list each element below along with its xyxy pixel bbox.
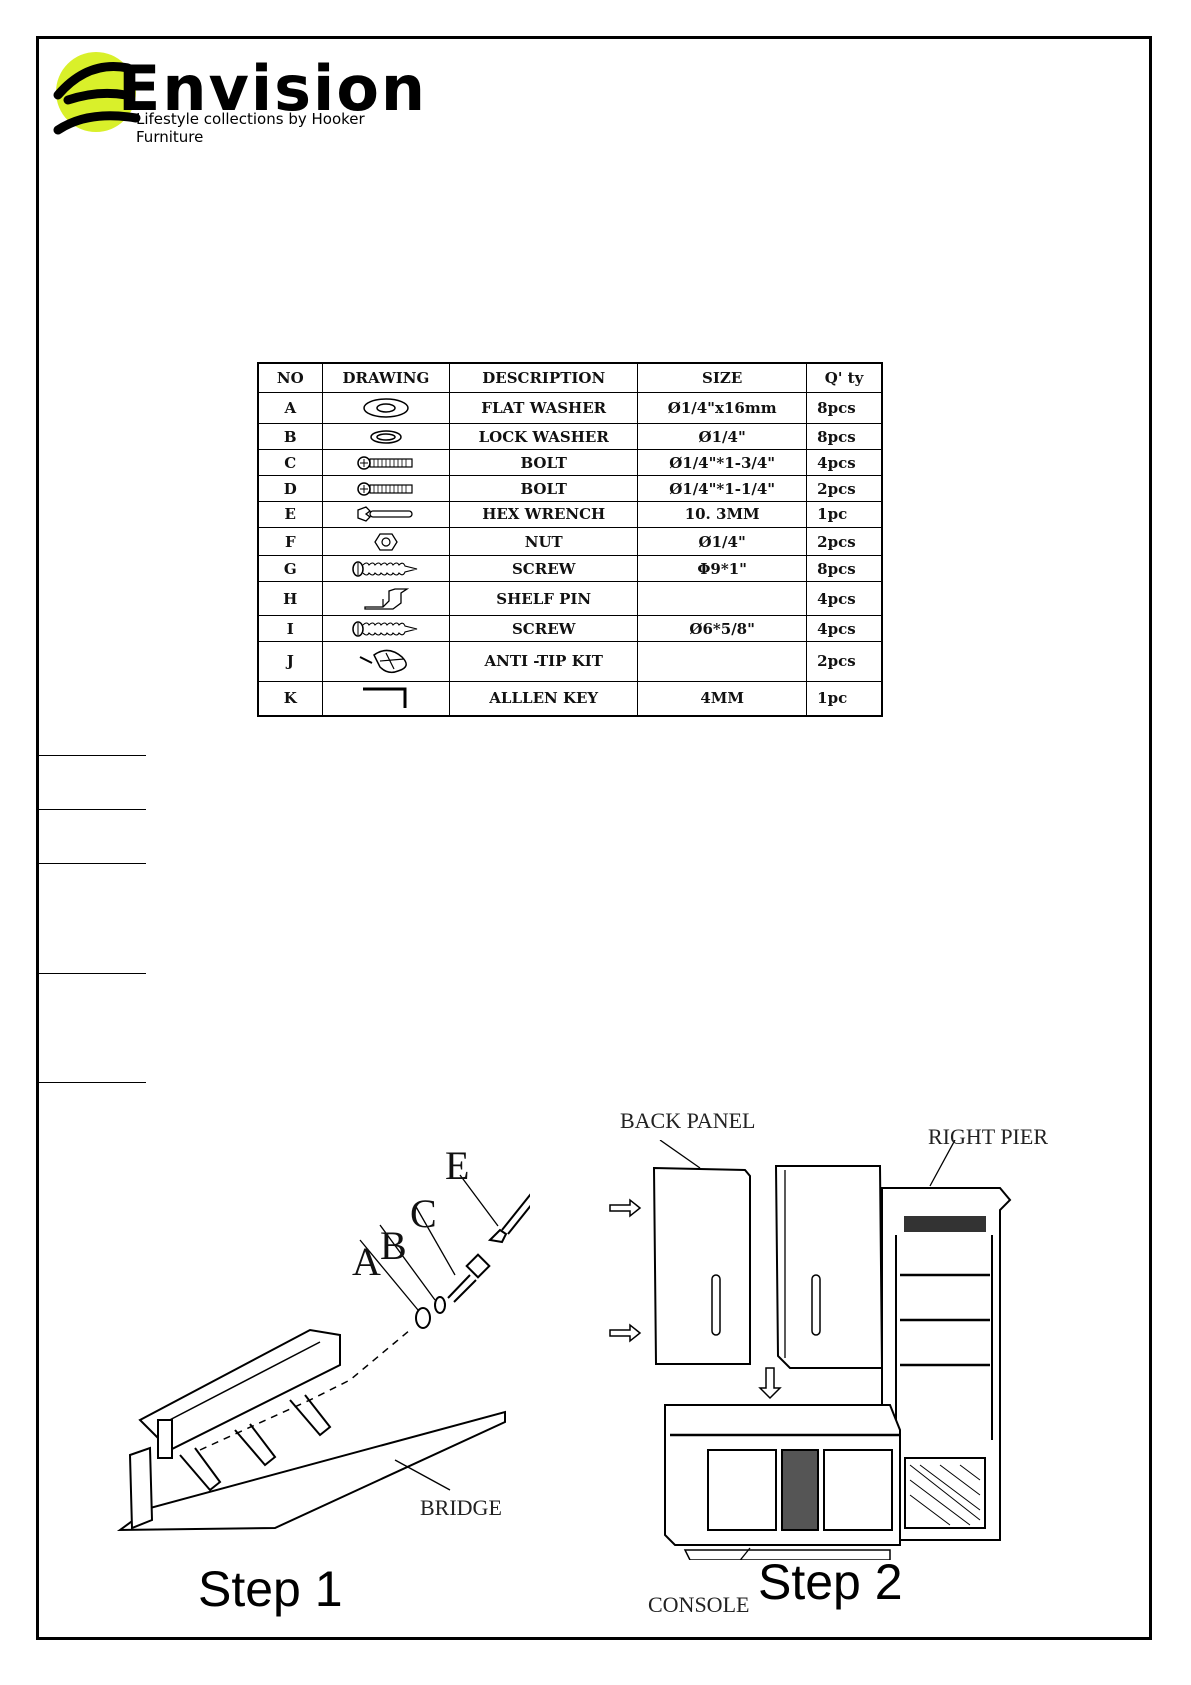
logo-circle-icon bbox=[53, 52, 141, 135]
part-size bbox=[637, 581, 808, 617]
table-row: I SCREW Ø6*5/8" 4pcs bbox=[257, 615, 883, 643]
right-pier-label: RIGHT PIER bbox=[928, 1124, 1048, 1149]
part-description: ANTI -TIP KIT bbox=[449, 641, 639, 682]
part-no: K bbox=[257, 680, 323, 717]
hex-wrench-icon bbox=[321, 500, 451, 528]
margin-rule bbox=[39, 973, 146, 974]
console-label: CONSOLE bbox=[648, 1592, 750, 1617]
part-size: Ø1/4" bbox=[637, 423, 808, 451]
part-size: Ø1/4"x16mm bbox=[637, 391, 808, 425]
bolt-icon bbox=[321, 475, 451, 502]
part-qty: 1pc bbox=[806, 500, 883, 528]
table-row: H SHELF PIN 4pcs bbox=[257, 581, 883, 617]
part-no: G bbox=[257, 555, 323, 583]
part-qty: 4pcs bbox=[806, 581, 883, 617]
part-qty: 2pcs bbox=[806, 641, 883, 682]
part-qty: 4pcs bbox=[806, 449, 883, 477]
anti-tip-kit-icon bbox=[321, 641, 451, 682]
part-description: HEX WRENCH bbox=[449, 500, 639, 528]
table-row: E HEX WRENCH 10. 3MM 1pc bbox=[257, 500, 883, 528]
page-frame bbox=[36, 36, 1152, 1640]
step1-bridge-diagram bbox=[116, 1174, 530, 1532]
part-no: I bbox=[257, 615, 323, 643]
part-description: BOLT bbox=[449, 475, 639, 502]
lock-washer-icon bbox=[321, 423, 451, 451]
step1-label: Step 1 bbox=[198, 1561, 343, 1617]
part-qty: 1pc bbox=[806, 680, 883, 717]
step2-label: Step 2 bbox=[758, 1554, 903, 1610]
margin-rule bbox=[39, 863, 146, 864]
part-qty: 8pcs bbox=[806, 555, 883, 583]
part-size: 10. 3MM bbox=[637, 500, 808, 528]
margin-rule bbox=[39, 1082, 146, 1083]
table-row: C BOLT Ø1/4"*1-3/4" 4pcs bbox=[257, 449, 883, 477]
brand-name: Envision bbox=[118, 52, 428, 125]
part-letter-a: A bbox=[352, 1239, 381, 1284]
table-row: D BOLT Ø1/4"*1-1/4" 2pcs bbox=[257, 475, 883, 502]
margin-rule bbox=[39, 755, 146, 756]
flat-washer-icon bbox=[321, 391, 451, 425]
part-description: FLAT WASHER bbox=[449, 391, 639, 425]
table-row: G SCREW Φ9*1" 8pcs bbox=[257, 555, 883, 583]
part-no: J bbox=[257, 641, 323, 682]
back-panel-label: BACK PANEL bbox=[620, 1108, 756, 1133]
part-description: ALLLEN KEY bbox=[449, 680, 639, 717]
part-qty: 8pcs bbox=[806, 391, 883, 425]
part-no: F bbox=[257, 526, 323, 557]
col-header-description: DESCRIPTION bbox=[449, 362, 639, 393]
part-description: SHELF PIN bbox=[449, 581, 639, 617]
col-header-no: NO bbox=[257, 362, 323, 393]
margin-rule bbox=[39, 809, 146, 810]
shelf-pin-icon bbox=[321, 581, 451, 617]
table-row: F NUT Ø1/4" 2pcs bbox=[257, 526, 883, 557]
part-size: Ø1/4" bbox=[637, 526, 808, 557]
part-size: Ø1/4"*1-3/4" bbox=[637, 449, 808, 477]
part-no: C bbox=[257, 449, 323, 477]
part-letter-c: C bbox=[410, 1191, 437, 1236]
part-size: Ø6*5/8" bbox=[637, 615, 808, 643]
nut-icon bbox=[321, 526, 451, 557]
part-size: 4MM bbox=[637, 680, 808, 717]
parts-table: NO DRAWING DESCRIPTION SIZE Q' ty A FLAT… bbox=[257, 362, 883, 717]
table-row: A FLAT WASHER Ø1/4"x16mm 8pcs bbox=[257, 391, 883, 425]
bridge-label: BRIDGE bbox=[420, 1495, 502, 1520]
bolt-icon bbox=[321, 449, 451, 477]
col-header-qty: Q' ty bbox=[806, 362, 883, 393]
col-header-size: SIZE bbox=[637, 362, 808, 393]
part-qty: 2pcs bbox=[806, 526, 883, 557]
part-qty: 2pcs bbox=[806, 475, 883, 502]
part-description: NUT bbox=[449, 526, 639, 557]
step2-cabinet-diagram bbox=[609, 1140, 1012, 1560]
screw-icon bbox=[321, 615, 451, 643]
part-description: BOLT bbox=[449, 449, 639, 477]
part-size: Φ9*1" bbox=[637, 555, 808, 583]
part-description: LOCK WASHER bbox=[449, 423, 639, 451]
screw-icon bbox=[321, 555, 451, 583]
brand-logo: Envision Lifestyle collections by Hooker… bbox=[48, 50, 428, 146]
col-header-drawing: DRAWING bbox=[321, 362, 451, 393]
part-size bbox=[637, 641, 808, 682]
part-description: SCREW bbox=[449, 555, 639, 583]
table-row: B LOCK WASHER Ø1/4" 8pcs bbox=[257, 423, 883, 451]
table-row: K ALLLEN KEY 4MM 1pc bbox=[257, 680, 883, 717]
part-no: D bbox=[257, 475, 323, 502]
parts-table-header: NO DRAWING DESCRIPTION SIZE Q' ty bbox=[257, 362, 883, 393]
part-no: H bbox=[257, 581, 323, 617]
brand-tagline: Lifestyle collections by Hooker Furnitur… bbox=[136, 110, 365, 146]
part-size: Ø1/4"*1-1/4" bbox=[637, 475, 808, 502]
part-qty: 4pcs bbox=[806, 615, 883, 643]
allen-key-icon bbox=[321, 680, 451, 717]
part-no: E bbox=[257, 500, 323, 528]
part-no: B bbox=[257, 423, 323, 451]
part-description: SCREW bbox=[449, 615, 639, 643]
part-letter-e: E bbox=[445, 1143, 470, 1188]
part-qty: 8pcs bbox=[806, 423, 883, 451]
table-row: J ANTI -TIP KIT 2pcs bbox=[257, 641, 883, 682]
part-letter-b: B bbox=[380, 1223, 407, 1268]
part-no: A bbox=[257, 391, 323, 425]
